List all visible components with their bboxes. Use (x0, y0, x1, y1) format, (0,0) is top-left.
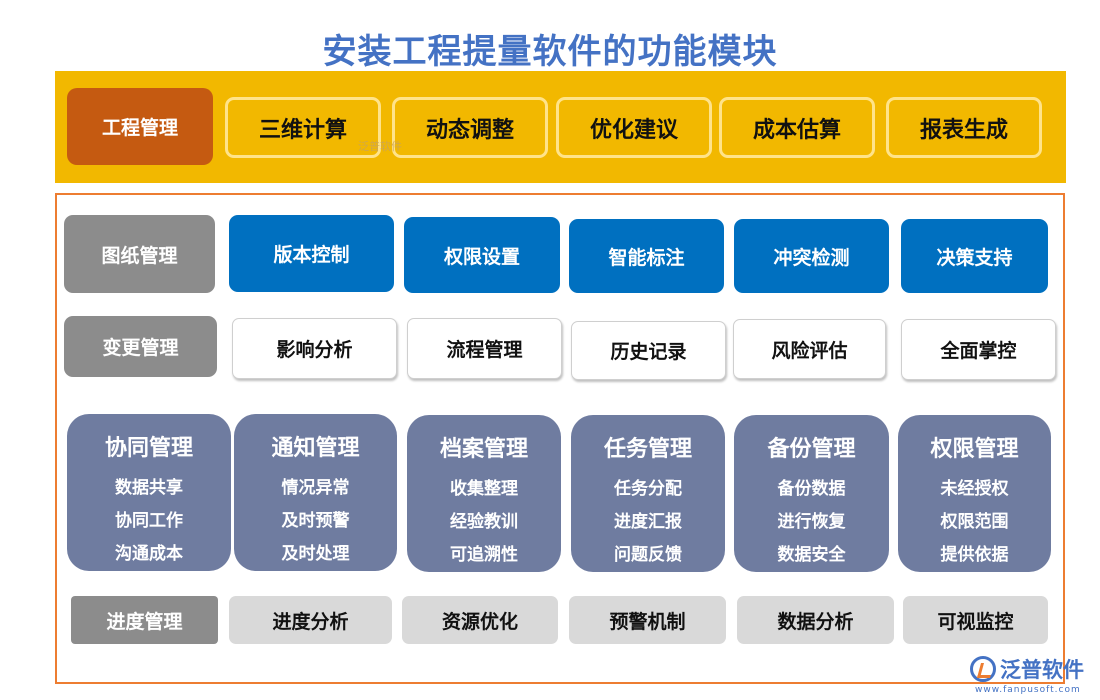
module-report-gen: 报表生成 (886, 97, 1042, 158)
module-process-management: 流程管理 (407, 318, 562, 379)
collaboration-management-card: 协同管理 数据共享 协同工作 沟通成本 (67, 414, 231, 571)
card-line: 协同工作 (115, 511, 183, 531)
card-line: 任务分配 (614, 479, 682, 499)
card-line: 进度汇报 (614, 512, 682, 532)
logo-icon (970, 656, 996, 682)
watermark: 泛普软件 (358, 140, 402, 153)
card-line: 经验教训 (450, 512, 518, 532)
page-title: 安装工程提量软件的功能模块 (322, 32, 778, 72)
task-management-card: 任务管理 任务分配 进度汇报 问题反馈 (571, 415, 725, 572)
backup-management-card: 备份管理 备份数据 进行恢复 数据安全 (734, 415, 889, 572)
module-dynamic-adjust: 动态调整 (392, 97, 548, 158)
notification-management-card: 通知管理 情况异常 及时预警 及时处理 (234, 414, 397, 571)
logo-url: www.fanpusoft.com (975, 685, 1081, 695)
module-version-control: 版本控制 (229, 215, 394, 292)
main-frame (55, 193, 1065, 684)
card-line: 可追溯性 (450, 545, 518, 565)
card-line: 收集整理 (450, 479, 518, 499)
card-title: 权限管理 (930, 437, 1019, 462)
module-visual-monitor: 可视监控 (903, 596, 1048, 644)
module-smart-annotation: 智能标注 (569, 219, 724, 293)
drawing-management-header: 图纸管理 (64, 215, 215, 293)
card-line: 未经授权 (940, 479, 1009, 499)
module-impact-analysis: 影响分析 (232, 318, 397, 379)
card-line: 沟通成本 (115, 544, 183, 564)
brand-logo: 泛普软件 (970, 654, 1084, 684)
change-management-header: 变更管理 (64, 316, 217, 377)
card-title: 通知管理 (271, 436, 360, 461)
module-data-analysis: 数据分析 (737, 596, 894, 644)
card-title: 任务管理 (603, 437, 692, 462)
module-history-record: 历史记录 (571, 321, 726, 380)
module-risk-assessment: 风险评估 (733, 319, 886, 379)
module-3d-calc: 三维计算 (225, 97, 381, 158)
card-line: 及时预警 (281, 511, 350, 531)
card-line: 及时处理 (281, 544, 350, 564)
card-line: 情况异常 (281, 478, 350, 498)
card-line: 提供依据 (940, 545, 1009, 565)
module-optimize-advice: 优化建议 (556, 97, 712, 158)
card-line: 备份数据 (777, 479, 846, 499)
module-schedule-analysis: 进度分析 (229, 596, 392, 644)
card-line: 进行恢复 (777, 512, 846, 532)
engineering-management-header: 工程管理 (67, 88, 213, 165)
module-resource-optimize: 资源优化 (402, 596, 558, 644)
card-title: 档案管理 (439, 437, 528, 462)
card-line: 数据安全 (777, 545, 846, 565)
card-line: 问题反馈 (614, 545, 682, 565)
card-title: 备份管理 (767, 437, 856, 462)
card-title: 协同管理 (104, 436, 193, 461)
module-decision-support: 决策支持 (901, 219, 1048, 293)
card-line: 数据共享 (115, 478, 183, 498)
archive-management-card: 档案管理 收集整理 经验教训 可追溯性 (407, 415, 561, 572)
logo-text: 泛普软件 (1000, 658, 1084, 682)
module-warning-mechanism: 预警机制 (569, 596, 726, 644)
module-conflict-detect: 冲突检测 (734, 219, 889, 293)
module-permission-setting: 权限设置 (404, 217, 560, 293)
module-cost-estimate: 成本估算 (719, 97, 875, 158)
module-full-control: 全面掌控 (901, 319, 1056, 380)
card-line: 权限范围 (940, 512, 1009, 532)
permission-management-card: 权限管理 未经授权 权限范围 提供依据 (898, 415, 1051, 572)
schedule-management-header: 进度管理 (71, 596, 218, 644)
